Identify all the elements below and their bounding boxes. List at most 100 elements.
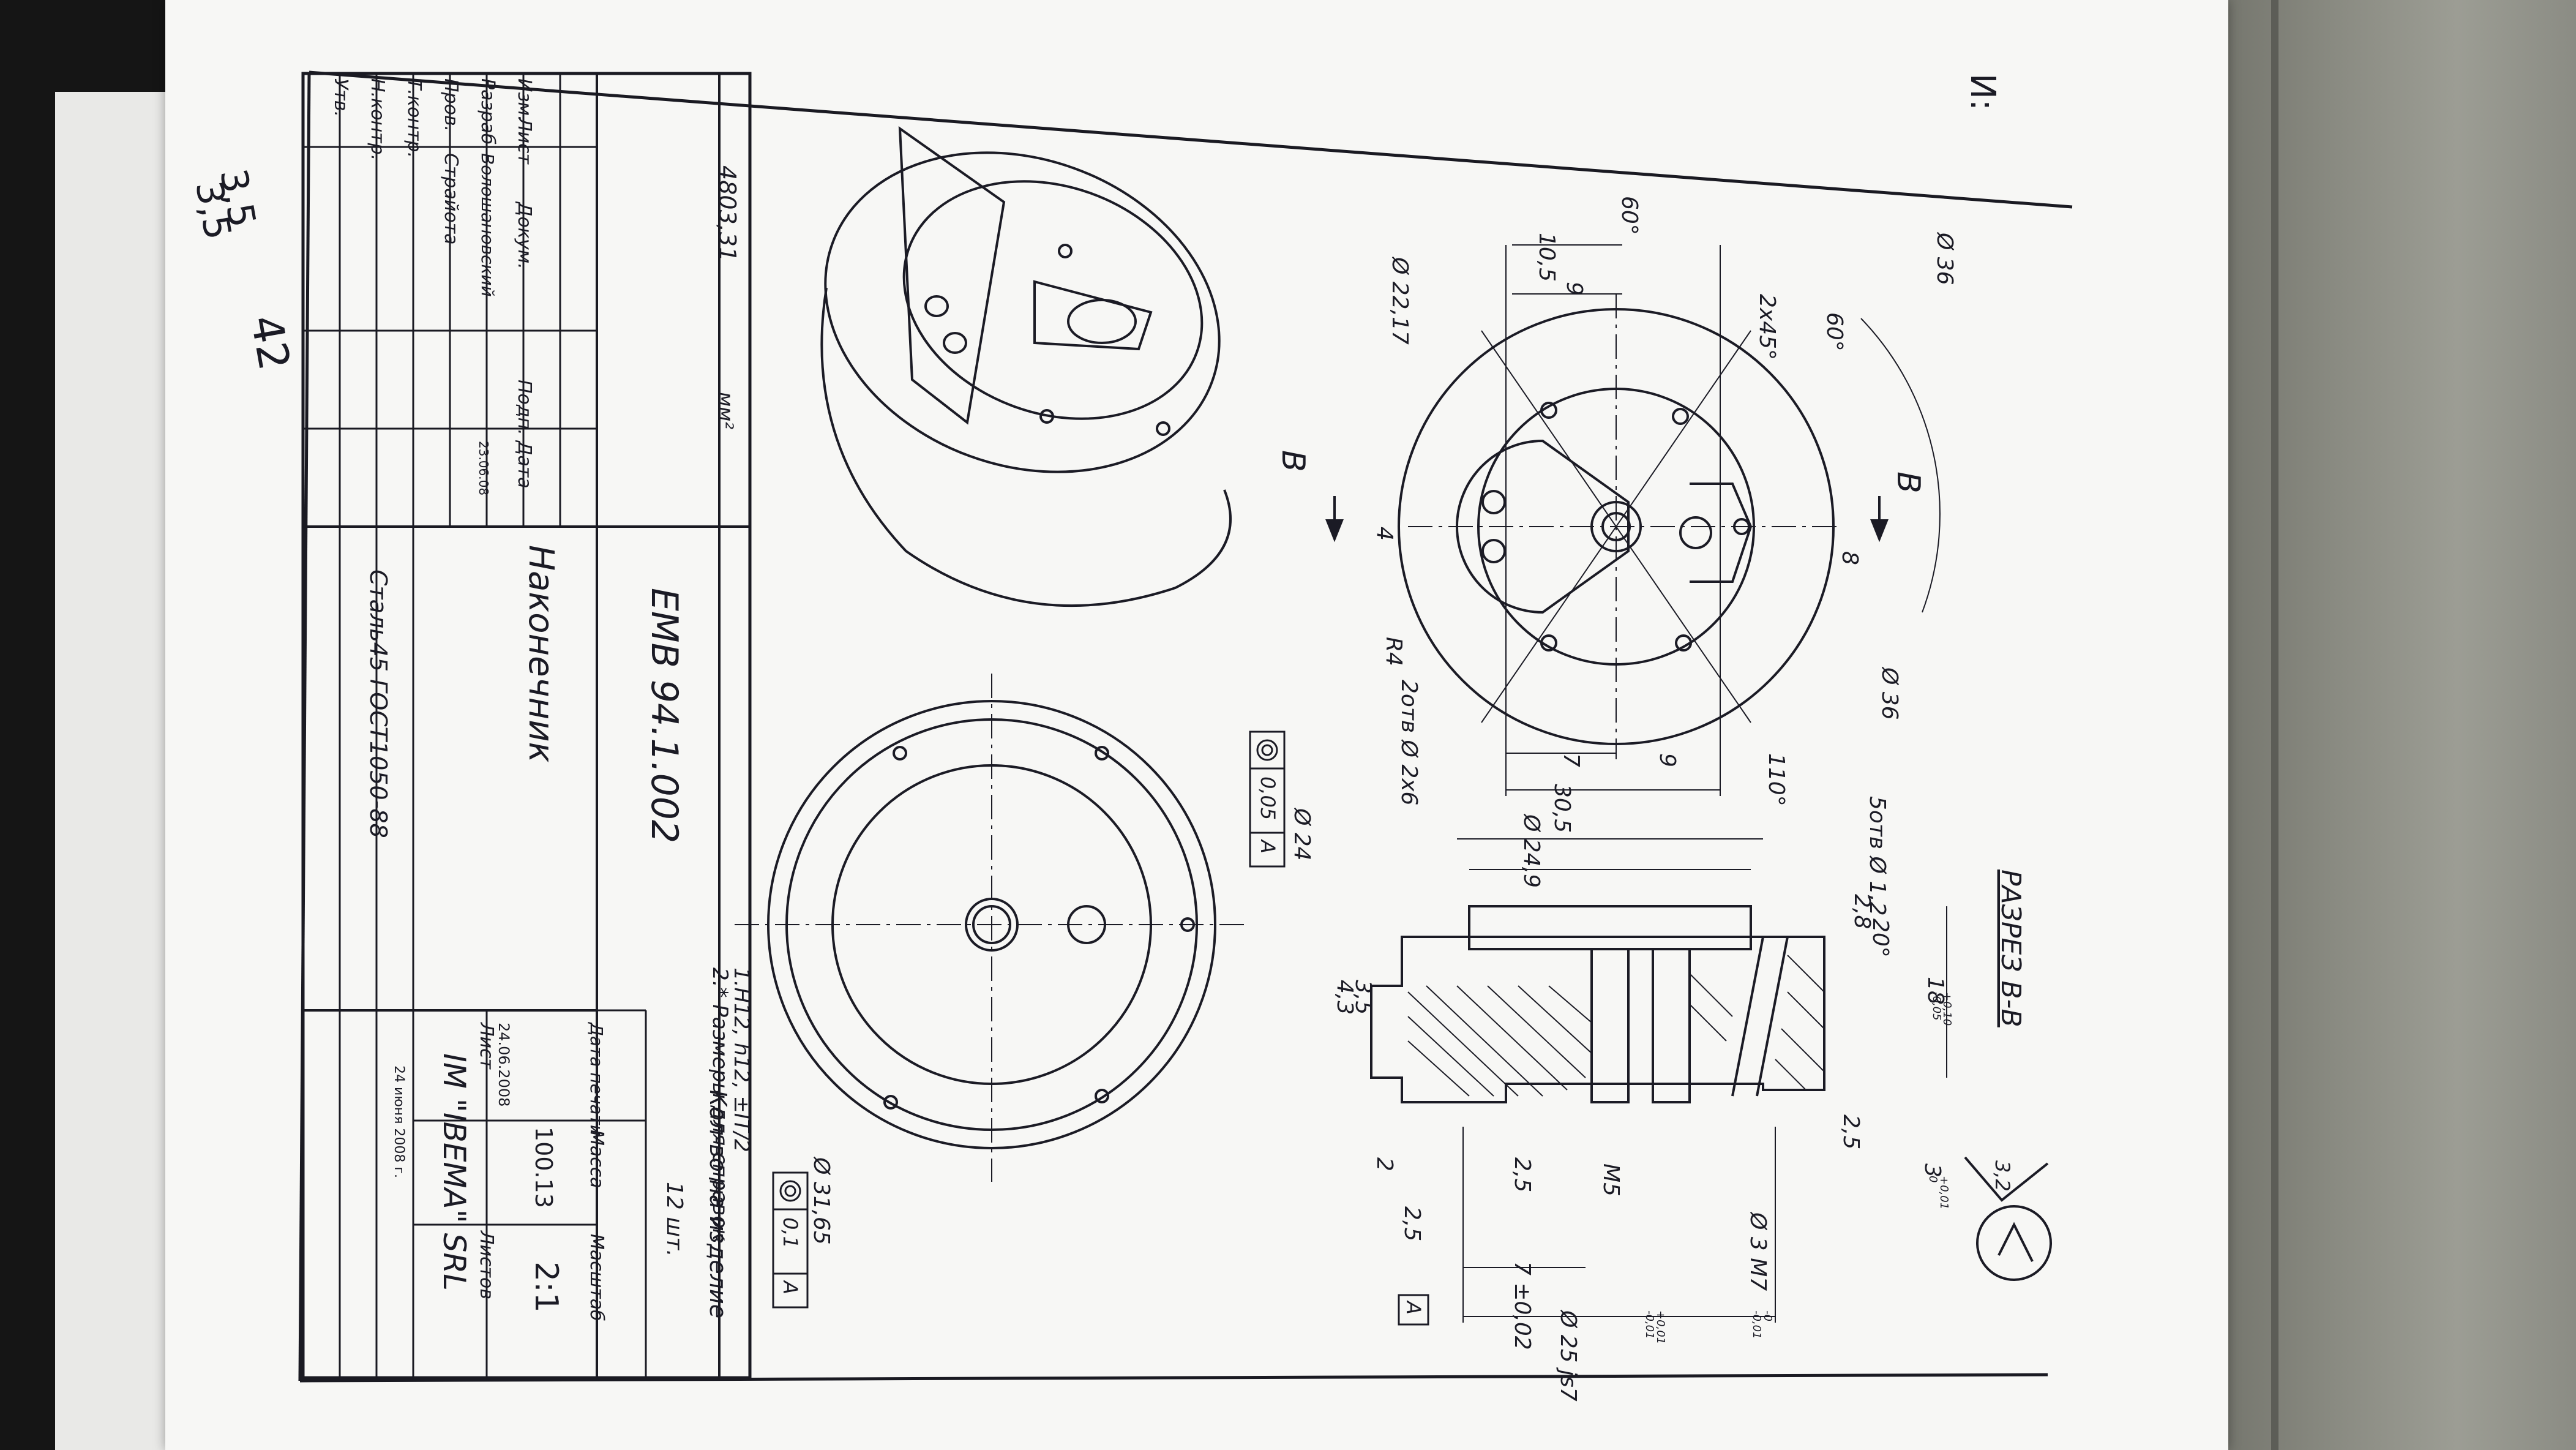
dim-d3-m7-bottom: -0,01: [1750, 1310, 1763, 1339]
tb-razrab-name: Волошановский: [477, 153, 498, 297]
hand-note-2: 3,5: [187, 178, 239, 242]
area-value: 4803,31: [714, 165, 741, 261]
scale-label: Масштаб: [586, 1234, 607, 1321]
note-1: 1.H12, h12, ±IT/2: [729, 967, 754, 1152]
tb-prov: Пров.: [440, 78, 462, 132]
designation: EMB 94.1.002: [643, 588, 686, 843]
material: Сталь45 ГОСТ1050-88: [365, 569, 392, 838]
tb-razrab: Разраб.: [477, 78, 498, 151]
hand-note-3: 42: [241, 312, 299, 374]
dim-r4: R4: [1381, 637, 1406, 666]
section-letter-top: В: [1890, 471, 1926, 494]
runout-top-datum: A: [1256, 839, 1279, 854]
print-date-label: Дата печати: [586, 1021, 607, 1136]
dim-2-5-a: 2,5: [1399, 1206, 1425, 1241]
tb-list: Лист: [514, 117, 535, 165]
dim-3: 3: [1920, 1163, 1945, 1178]
dim-9-top: 9: [1562, 282, 1587, 296]
dim-8: 8: [1837, 551, 1862, 565]
dim-d36-top: Ø 36: [1932, 231, 1957, 285]
company-date: 24 июня 2008 г.: [391, 1065, 406, 1178]
surface-finish-symbol: [1964, 1156, 2052, 1281]
handwriting: 3,5 3,5 42 И:: [187, 73, 2002, 374]
dimensions: РАЗРЕЗ В-В 3,2 В В Ø 36 Ø 36 Ø 22,17 10,…: [708, 196, 2026, 1402]
section-title: РАЗРЕЗ В-В: [1995, 870, 2026, 1027]
dim-d25: Ø 25 js7: [1556, 1309, 1581, 1402]
surface-finish: 3,2: [1991, 1160, 2014, 1192]
dim-2-8: 2,8: [1849, 894, 1874, 929]
tb-nkontr: Н.контр.: [367, 78, 388, 160]
dim-110: 110°: [1764, 753, 1789, 806]
dim-d25-tol-top: +0,01: [1654, 1310, 1667, 1344]
dim-3-5: 3,5: [1350, 980, 1376, 1015]
dim-7-tol: 7 ±0,02: [1510, 1261, 1535, 1350]
tb-podp: Подп.: [514, 380, 535, 435]
part-name: Наконечник: [521, 545, 561, 763]
dim-2-5-b: 2,5: [1510, 1157, 1535, 1192]
tb-razrab-date: 23.06.08: [476, 441, 491, 495]
dim-60-right: 60°: [1822, 312, 1847, 351]
title-block: Изм. Лист Докум. Подп. Дата Разраб. Воло…: [301, 72, 752, 1380]
runout-frame-top: [1249, 731, 1286, 868]
dim-d3-m7-top: -0: [1761, 1310, 1774, 1321]
dim-24-9: Ø 24,9: [1519, 813, 1544, 888]
runout-bottom-value: 0,1: [779, 1217, 802, 1249]
runout-frame-bottom: [772, 1171, 809, 1309]
floor-background: [2179, 0, 2576, 1450]
dim-60-left: 60°: [1617, 196, 1642, 235]
company: IM "IBEMA" SRL: [436, 1053, 472, 1291]
dim-m5: M5: [1598, 1163, 1623, 1196]
drawing-sheet: [165, 0, 2228, 1450]
dim-d31-65: Ø 31,65: [809, 1156, 834, 1245]
dim-3-tol-top: +0,01: [1938, 1176, 1950, 1209]
section-letter-left: В: [1275, 450, 1311, 472]
dim-4: 4: [1372, 527, 1397, 541]
dim-10-5: 10,5: [1534, 233, 1559, 282]
tb-tkontr: Т.контр.: [403, 78, 425, 158]
dim-d22-17: Ø 22,17: [1387, 256, 1412, 345]
tb-utv: Утв.: [330, 78, 351, 117]
dim-4-3: 4,3: [1332, 980, 1357, 1015]
dim-24: Ø 24: [1289, 807, 1314, 861]
area-unit: мм²: [714, 392, 738, 429]
dim-7: 7: [1559, 753, 1584, 767]
hand-note-1: 3,5: [211, 165, 264, 230]
dim-9-bottom: 9: [1655, 753, 1680, 767]
dim-18: 18: [1923, 977, 1948, 1005]
runout-bottom-datum: A: [779, 1280, 802, 1294]
datum-a-box: A: [1402, 1300, 1425, 1315]
dim-d3-m7: Ø 3 M7: [1745, 1211, 1770, 1291]
dim-chamfer: 2x45°: [1754, 294, 1780, 360]
sheets-label: Листов: [476, 1230, 497, 1299]
tb-prov-name: Страйота: [440, 153, 462, 245]
print-date-value: 24.06.2008: [495, 1023, 512, 1106]
tb-data: Дата: [514, 440, 535, 489]
end-view: [735, 674, 1249, 1182]
dim-18-tol-bottom: -0,05: [1930, 992, 1943, 1021]
dim-20: 20°: [1868, 918, 1893, 958]
dim-3-tol-bottom: 0: [1926, 1176, 1939, 1182]
dim-d25-tol-bottom: -0,01: [1643, 1310, 1656, 1339]
mass-value: 100.13: [530, 1127, 557, 1208]
tb-izm: Изм.: [514, 78, 535, 122]
section-view: [1370, 838, 1947, 1326]
mass-label: Масса: [586, 1130, 607, 1189]
tb-dokum: Докум.: [514, 201, 535, 269]
dim-18-tol-top: +0,10: [1941, 992, 1953, 1026]
runout-top-value: 0,05: [1256, 776, 1279, 820]
dim-5holes: 5отв Ø 1,2: [1865, 796, 1890, 916]
plan-view: [1325, 244, 1941, 796]
quantity-label: Кол-во на изделие: [705, 1090, 732, 1318]
dim-2holes: 2отв Ø 2х6: [1396, 680, 1421, 805]
dim-30-5: 30,5: [1549, 784, 1574, 833]
isometric-view: [820, 126, 1232, 607]
note-2: 2.* Размеры для справок: [708, 967, 732, 1241]
dim-2-5-right: 2,5: [1838, 1114, 1863, 1149]
dim-d36-bottom: Ø 36: [1877, 666, 1902, 720]
scale-value: 2:1: [528, 1261, 564, 1313]
corner-mark: И:: [1963, 73, 2002, 111]
dim-2: 2: [1372, 1157, 1397, 1171]
sheet-label: Лист: [476, 1022, 497, 1070]
quantity-value: 12 шт.: [662, 1182, 687, 1257]
